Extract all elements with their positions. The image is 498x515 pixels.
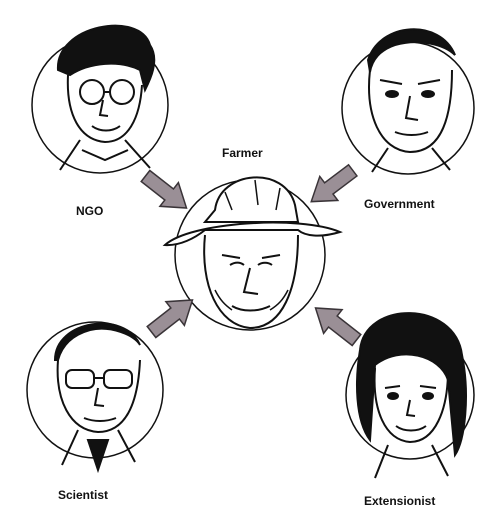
arrow-scientist-to-farmer: [142, 288, 201, 344]
extensionist-label: Extensionist: [364, 494, 435, 508]
government-label: Government: [364, 197, 435, 211]
government-portrait: [342, 29, 474, 174]
arrow-ngo-to-farmer: [136, 164, 195, 220]
farmer-label: Farmer: [222, 146, 263, 160]
scientist-label: Scientist: [58, 488, 108, 502]
ngo-portrait: [32, 26, 168, 173]
arrow-government-to-farmer: [302, 158, 362, 213]
arrow-extensionist-to-farmer: [306, 296, 365, 352]
ngo-label: NGO: [76, 204, 103, 218]
scientist-portrait: [27, 322, 163, 470]
extensionist-portrait: [346, 313, 474, 478]
